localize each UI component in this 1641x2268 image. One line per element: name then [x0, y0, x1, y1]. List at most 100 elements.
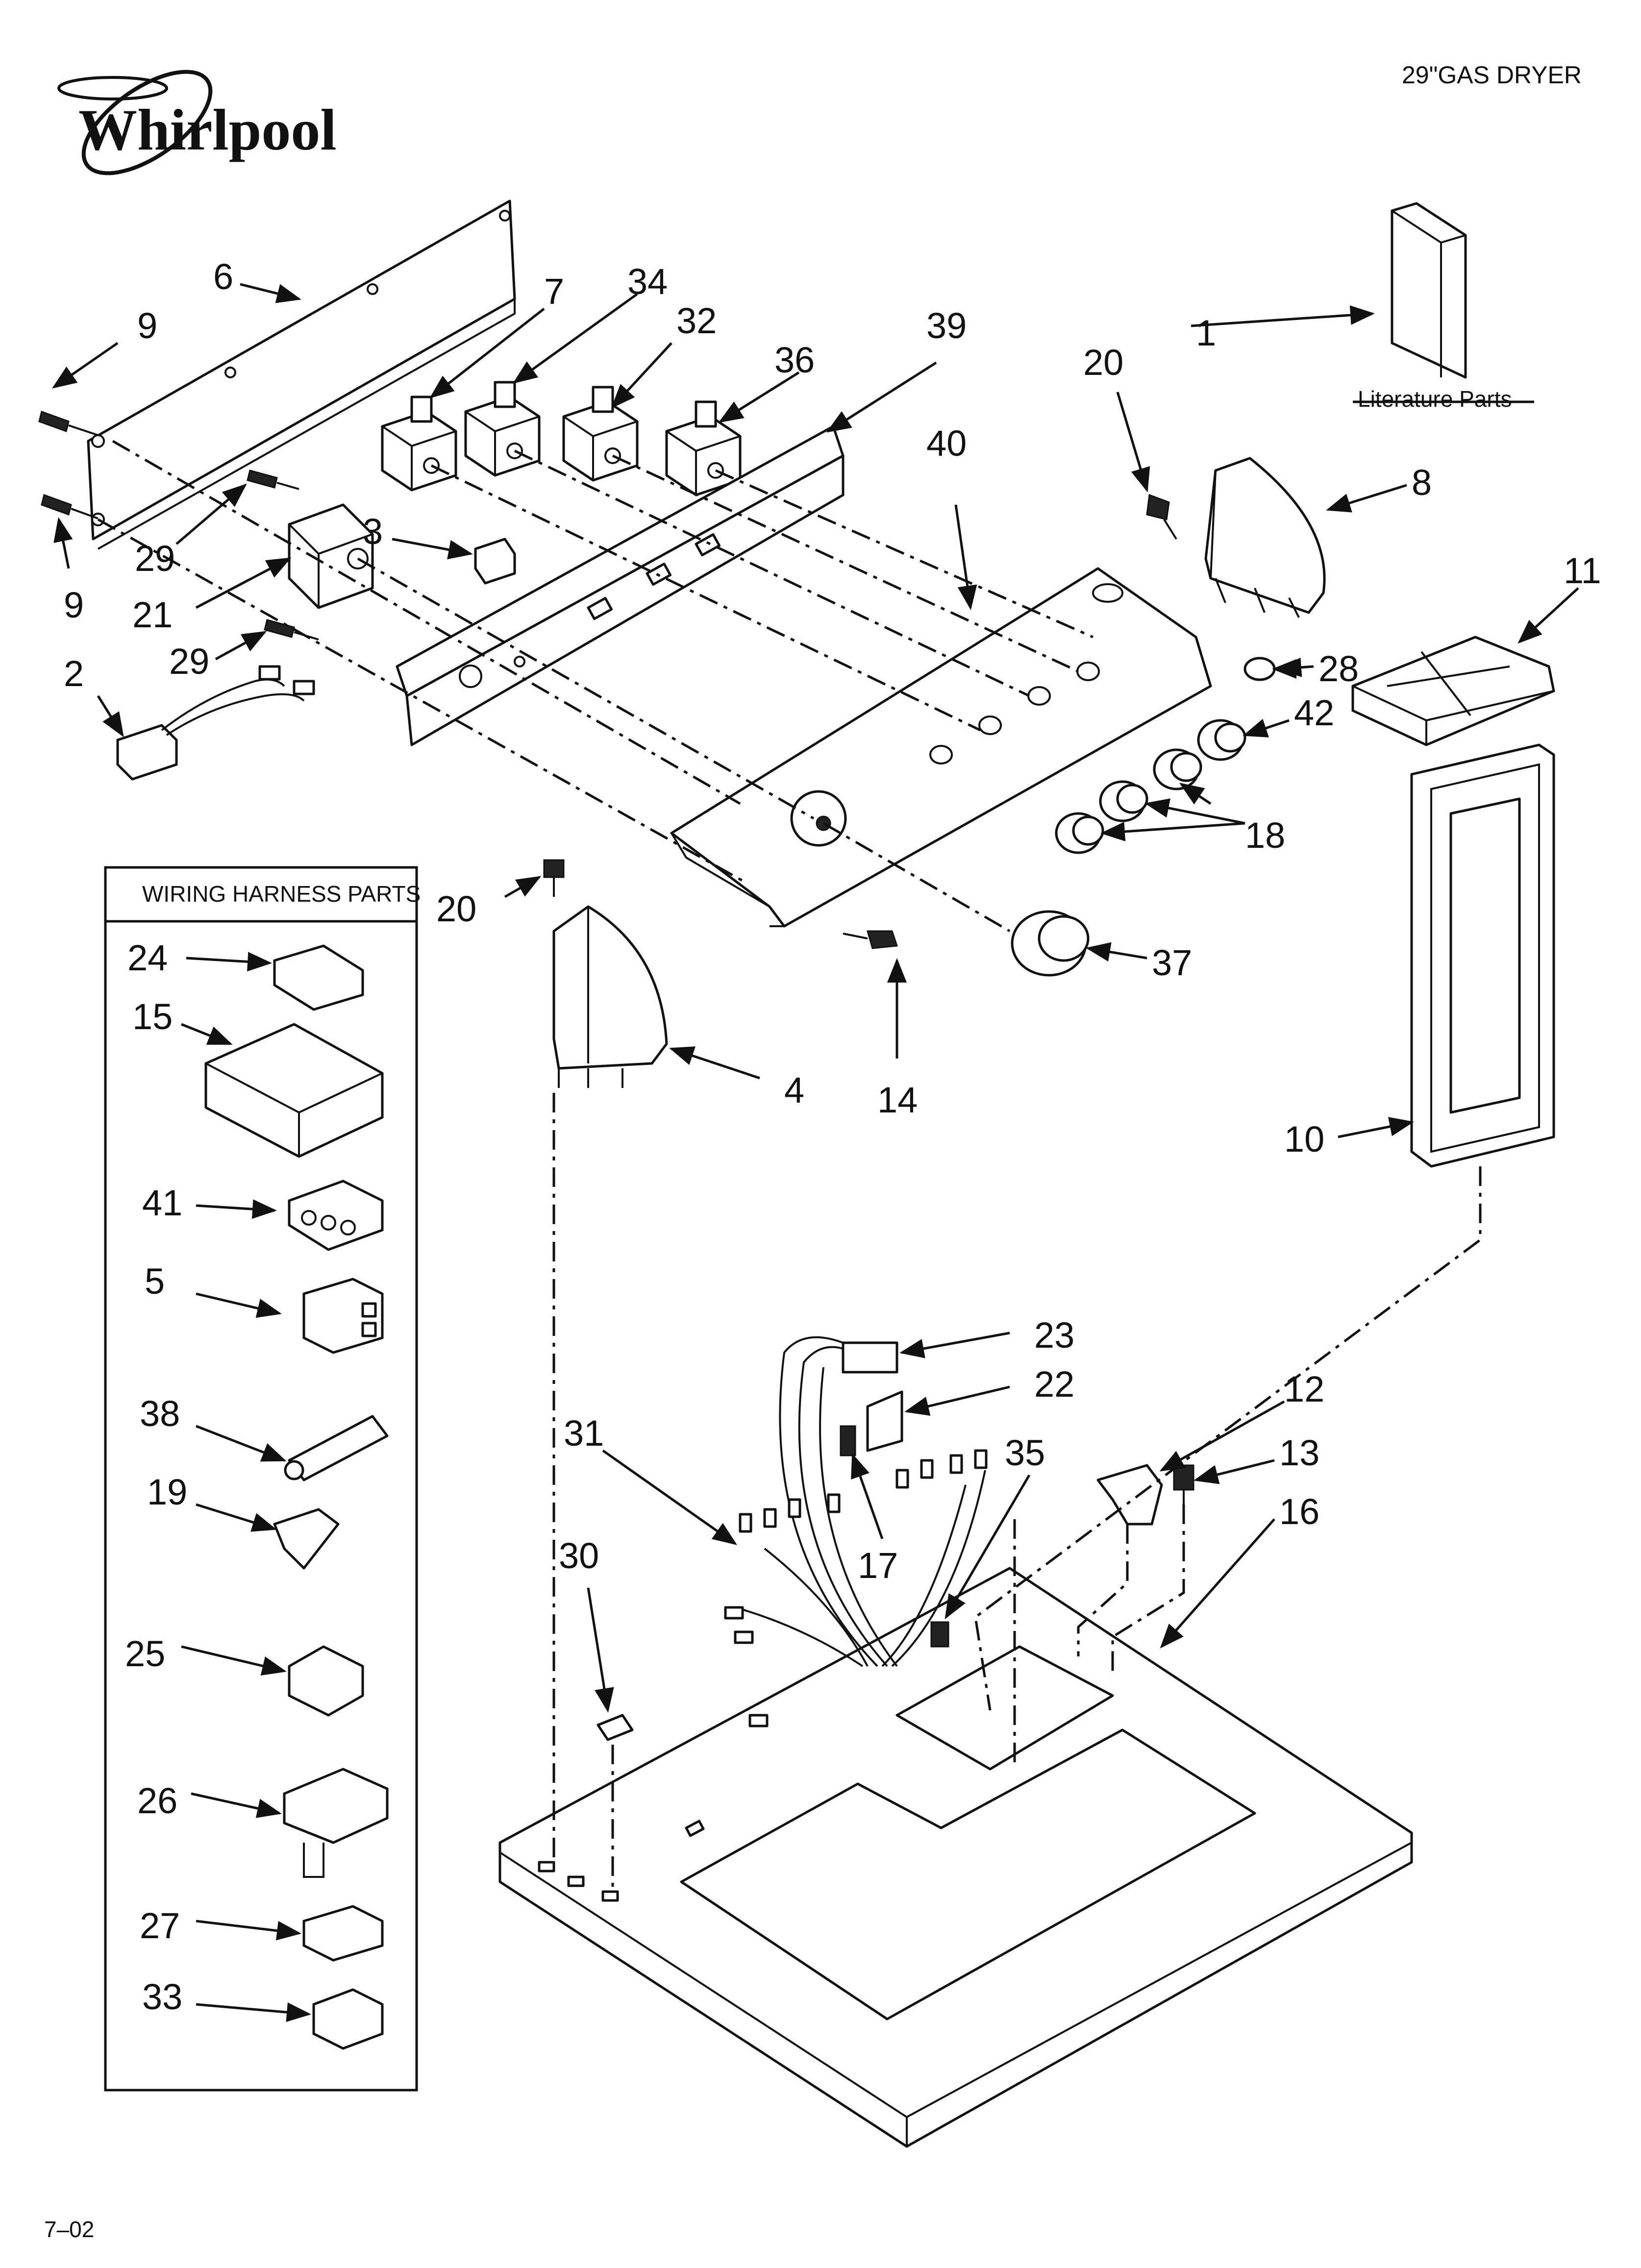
callout-20-lower: 20: [436, 888, 476, 929]
clip-19: [273, 1508, 340, 1570]
screw-29-upper: [247, 469, 299, 490]
console-bracket-39: [396, 425, 845, 746]
callout-22: 22: [1034, 1364, 1074, 1405]
callout-33: 33: [142, 1976, 182, 2017]
timer-21: [288, 503, 374, 609]
callout-40: 40: [926, 423, 967, 464]
connector-41: [288, 1180, 384, 1251]
connector-24: [273, 944, 364, 1011]
leader-lines: [51, 283, 1579, 2022]
lint-screen-cover-11: [1351, 636, 1555, 746]
back-panel: [87, 199, 516, 550]
callout-9-upper: 9: [137, 305, 157, 346]
switch-34: [464, 381, 541, 477]
callout-26: 26: [137, 1780, 177, 1821]
callout-35: 35: [1005, 1432, 1045, 1473]
callout-42: 42: [1294, 692, 1334, 733]
switch-32: [562, 386, 639, 482]
screw-17: [840, 1425, 856, 1456]
callout-31: 31: [564, 1413, 604, 1454]
callout-29-upper: 29: [135, 538, 175, 579]
callout-10: 10: [1284, 1119, 1324, 1159]
connector-33: [312, 1988, 384, 2050]
knob-42: [1197, 719, 1246, 761]
callout-7: 7: [544, 271, 564, 312]
end-cap-8: [1204, 457, 1326, 618]
screw-13: [1173, 1464, 1194, 1504]
callout-18: 18: [1245, 815, 1285, 856]
callout-2: 2: [64, 653, 84, 694]
literature-booklet-icon: [1391, 202, 1467, 379]
clip-3: [474, 538, 516, 585]
callout-41: 41: [142, 1183, 182, 1223]
callout-28: 28: [1318, 648, 1359, 689]
harness-2: [116, 665, 315, 781]
callout-4: 4: [784, 1070, 804, 1110]
callout-16: 16: [1279, 1491, 1319, 1532]
switch-36: [665, 400, 742, 496]
model-title: 29"GAS DRYER: [1402, 61, 1582, 89]
literature-label: Literature Parts: [1358, 386, 1512, 412]
callout-14: 14: [877, 1080, 918, 1120]
switch-7: [381, 395, 457, 492]
connector-27: [302, 1905, 384, 1962]
callout-8: 8: [1412, 462, 1432, 503]
brand-wordmark: Whirlpool: [78, 97, 337, 162]
callout-1: 1: [1196, 313, 1216, 353]
callout-3: 3: [363, 511, 383, 552]
callout-6: 6: [213, 256, 233, 297]
callout-38: 38: [140, 1393, 180, 1434]
callout-labels: 1 2 3 4 5 6 7 8 9 9 10 11 12 13 14 15 16…: [64, 256, 1601, 2017]
callout-20-upper: 20: [1083, 342, 1123, 383]
callout-9-lower: 9: [64, 585, 84, 625]
connector-15: [204, 1023, 384, 1158]
date-code: 7–02: [44, 2217, 94, 2242]
bracket-22: [866, 1390, 903, 1452]
callout-27: 27: [140, 1905, 180, 1946]
callout-32: 32: [676, 300, 717, 341]
callout-13: 13: [1279, 1432, 1319, 1473]
wiring-harness-panel: WIRING HARNESS PARTS: [104, 866, 421, 2092]
screw-9-lower: [41, 494, 99, 519]
console-40: [670, 567, 1212, 928]
callout-29-lower: 29: [169, 641, 209, 682]
wiring-panel-title: WIRING HARNESS PARTS: [142, 881, 421, 907]
callout-24: 24: [127, 937, 168, 978]
main-wiring-harness-31: [724, 1336, 988, 1727]
connector-5: [302, 1278, 384, 1354]
whirlpool-logo: Whirlpool: [57, 70, 337, 175]
callout-21: 21: [132, 594, 173, 635]
callout-34: 34: [627, 261, 668, 302]
screw-20-upper: [1146, 493, 1177, 540]
knob-18-b: [1099, 780, 1148, 822]
callout-19: 19: [147, 1472, 187, 1512]
callout-36: 36: [774, 340, 815, 380]
alignment-lines: [97, 440, 1482, 1892]
callout-12: 12: [1284, 1369, 1324, 1409]
callout-23: 23: [1034, 1315, 1074, 1356]
connector-26: [283, 1768, 389, 1878]
end-cap-4: [552, 905, 668, 1088]
callout-11: 11: [1564, 550, 1601, 591]
screw-9-upper: [38, 411, 99, 436]
clip-30: [597, 1714, 634, 1741]
callout-5: 5: [145, 1261, 165, 1302]
plug-28: [1243, 657, 1276, 681]
callout-37: 37: [1152, 942, 1192, 983]
bracket-12: [1096, 1464, 1163, 1526]
callout-39: 39: [926, 305, 967, 346]
screw-29-lower: [264, 619, 319, 641]
knob-37: [1011, 910, 1090, 977]
knob-18-a: [1153, 748, 1202, 790]
callout-17: 17: [858, 1545, 898, 1586]
knob-18-c: [1055, 812, 1104, 854]
terminal-38: [284, 1415, 389, 1481]
connector-25: [288, 1645, 364, 1717]
lint-duct-10: [1410, 743, 1555, 1168]
callout-25: 25: [125, 1633, 165, 1674]
screw-14: [843, 930, 898, 949]
screw-35: [930, 1621, 949, 1648]
callout-15: 15: [132, 996, 173, 1037]
